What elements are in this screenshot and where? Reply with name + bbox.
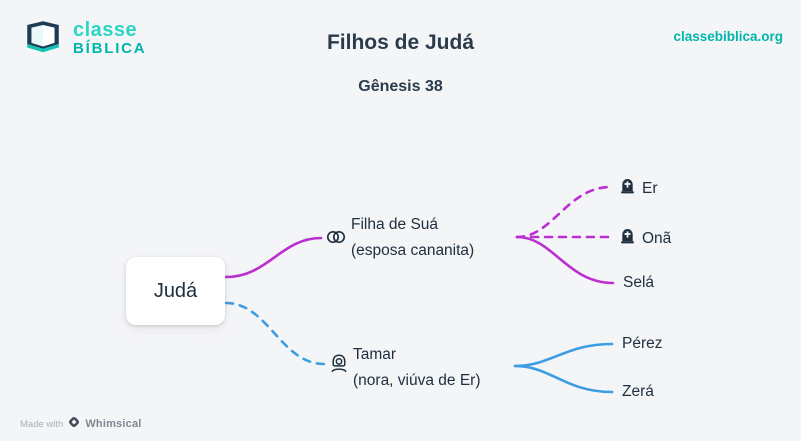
connector-tamar-to-perez <box>513 342 614 368</box>
node-ona: Onã <box>621 228 671 249</box>
widow-icon <box>330 354 348 378</box>
logo-wordmark: classe BÍBLICA <box>73 19 146 58</box>
node-zera: Zerá <box>622 383 654 401</box>
node-filha-de-sua: Filha de Suá (esposa cananita) <box>351 212 474 264</box>
made-with-whimsical-badge[interactable]: Made with Whimsical <box>20 415 142 433</box>
node-perez: Pérez <box>622 335 663 353</box>
logo-line2: BÍBLICA <box>73 40 147 58</box>
node-perez-label: Pérez <box>622 335 663 352</box>
node-tamar-line2: (nora, viúva de Er) <box>353 372 481 389</box>
connector-juda-to-filha-de-sua <box>224 236 323 279</box>
node-er: Er <box>621 178 658 199</box>
website-link[interactable]: classebiblica.org <box>673 29 783 44</box>
connector-sua-to-sela <box>515 235 615 285</box>
made-with-text: Made with <box>20 418 64 430</box>
tombstone-icon <box>621 228 634 249</box>
node-zera-label: Zerá <box>622 383 654 400</box>
node-juda: Judá <box>126 257 225 325</box>
node-er-label: Er <box>642 179 658 197</box>
rings-icon <box>326 230 346 249</box>
node-filha-de-sua-line1: Filha de Suá <box>351 216 439 233</box>
node-juda-label: Judá <box>153 279 198 302</box>
whimsical-brand-text: Whimsical <box>85 418 142 430</box>
connector-juda-to-tamar <box>224 301 326 366</box>
connector-tamar-to-zera <box>513 364 614 394</box>
tombstone-icon <box>621 178 634 199</box>
logo-line1: classe <box>73 19 138 42</box>
whimsical-diamond-icon <box>68 415 80 433</box>
node-tamar-line1: Tamar <box>353 346 397 363</box>
page-subtitle: Gênesis 38 <box>358 78 443 95</box>
connector-sua-to-er <box>515 185 613 239</box>
node-sela-label: Selá <box>623 274 655 291</box>
node-tamar: Tamar (nora, viúva de Er) <box>353 342 481 394</box>
node-filha-de-sua-line2: (esposa cananita) <box>351 242 475 259</box>
node-ona-label: Onã <box>642 229 672 247</box>
book-icon <box>22 15 64 62</box>
page-title: Filhos de Judá <box>326 31 475 54</box>
node-sela: Selá <box>623 274 654 292</box>
classe-biblica-logo: classe BÍBLICA <box>22 15 146 62</box>
